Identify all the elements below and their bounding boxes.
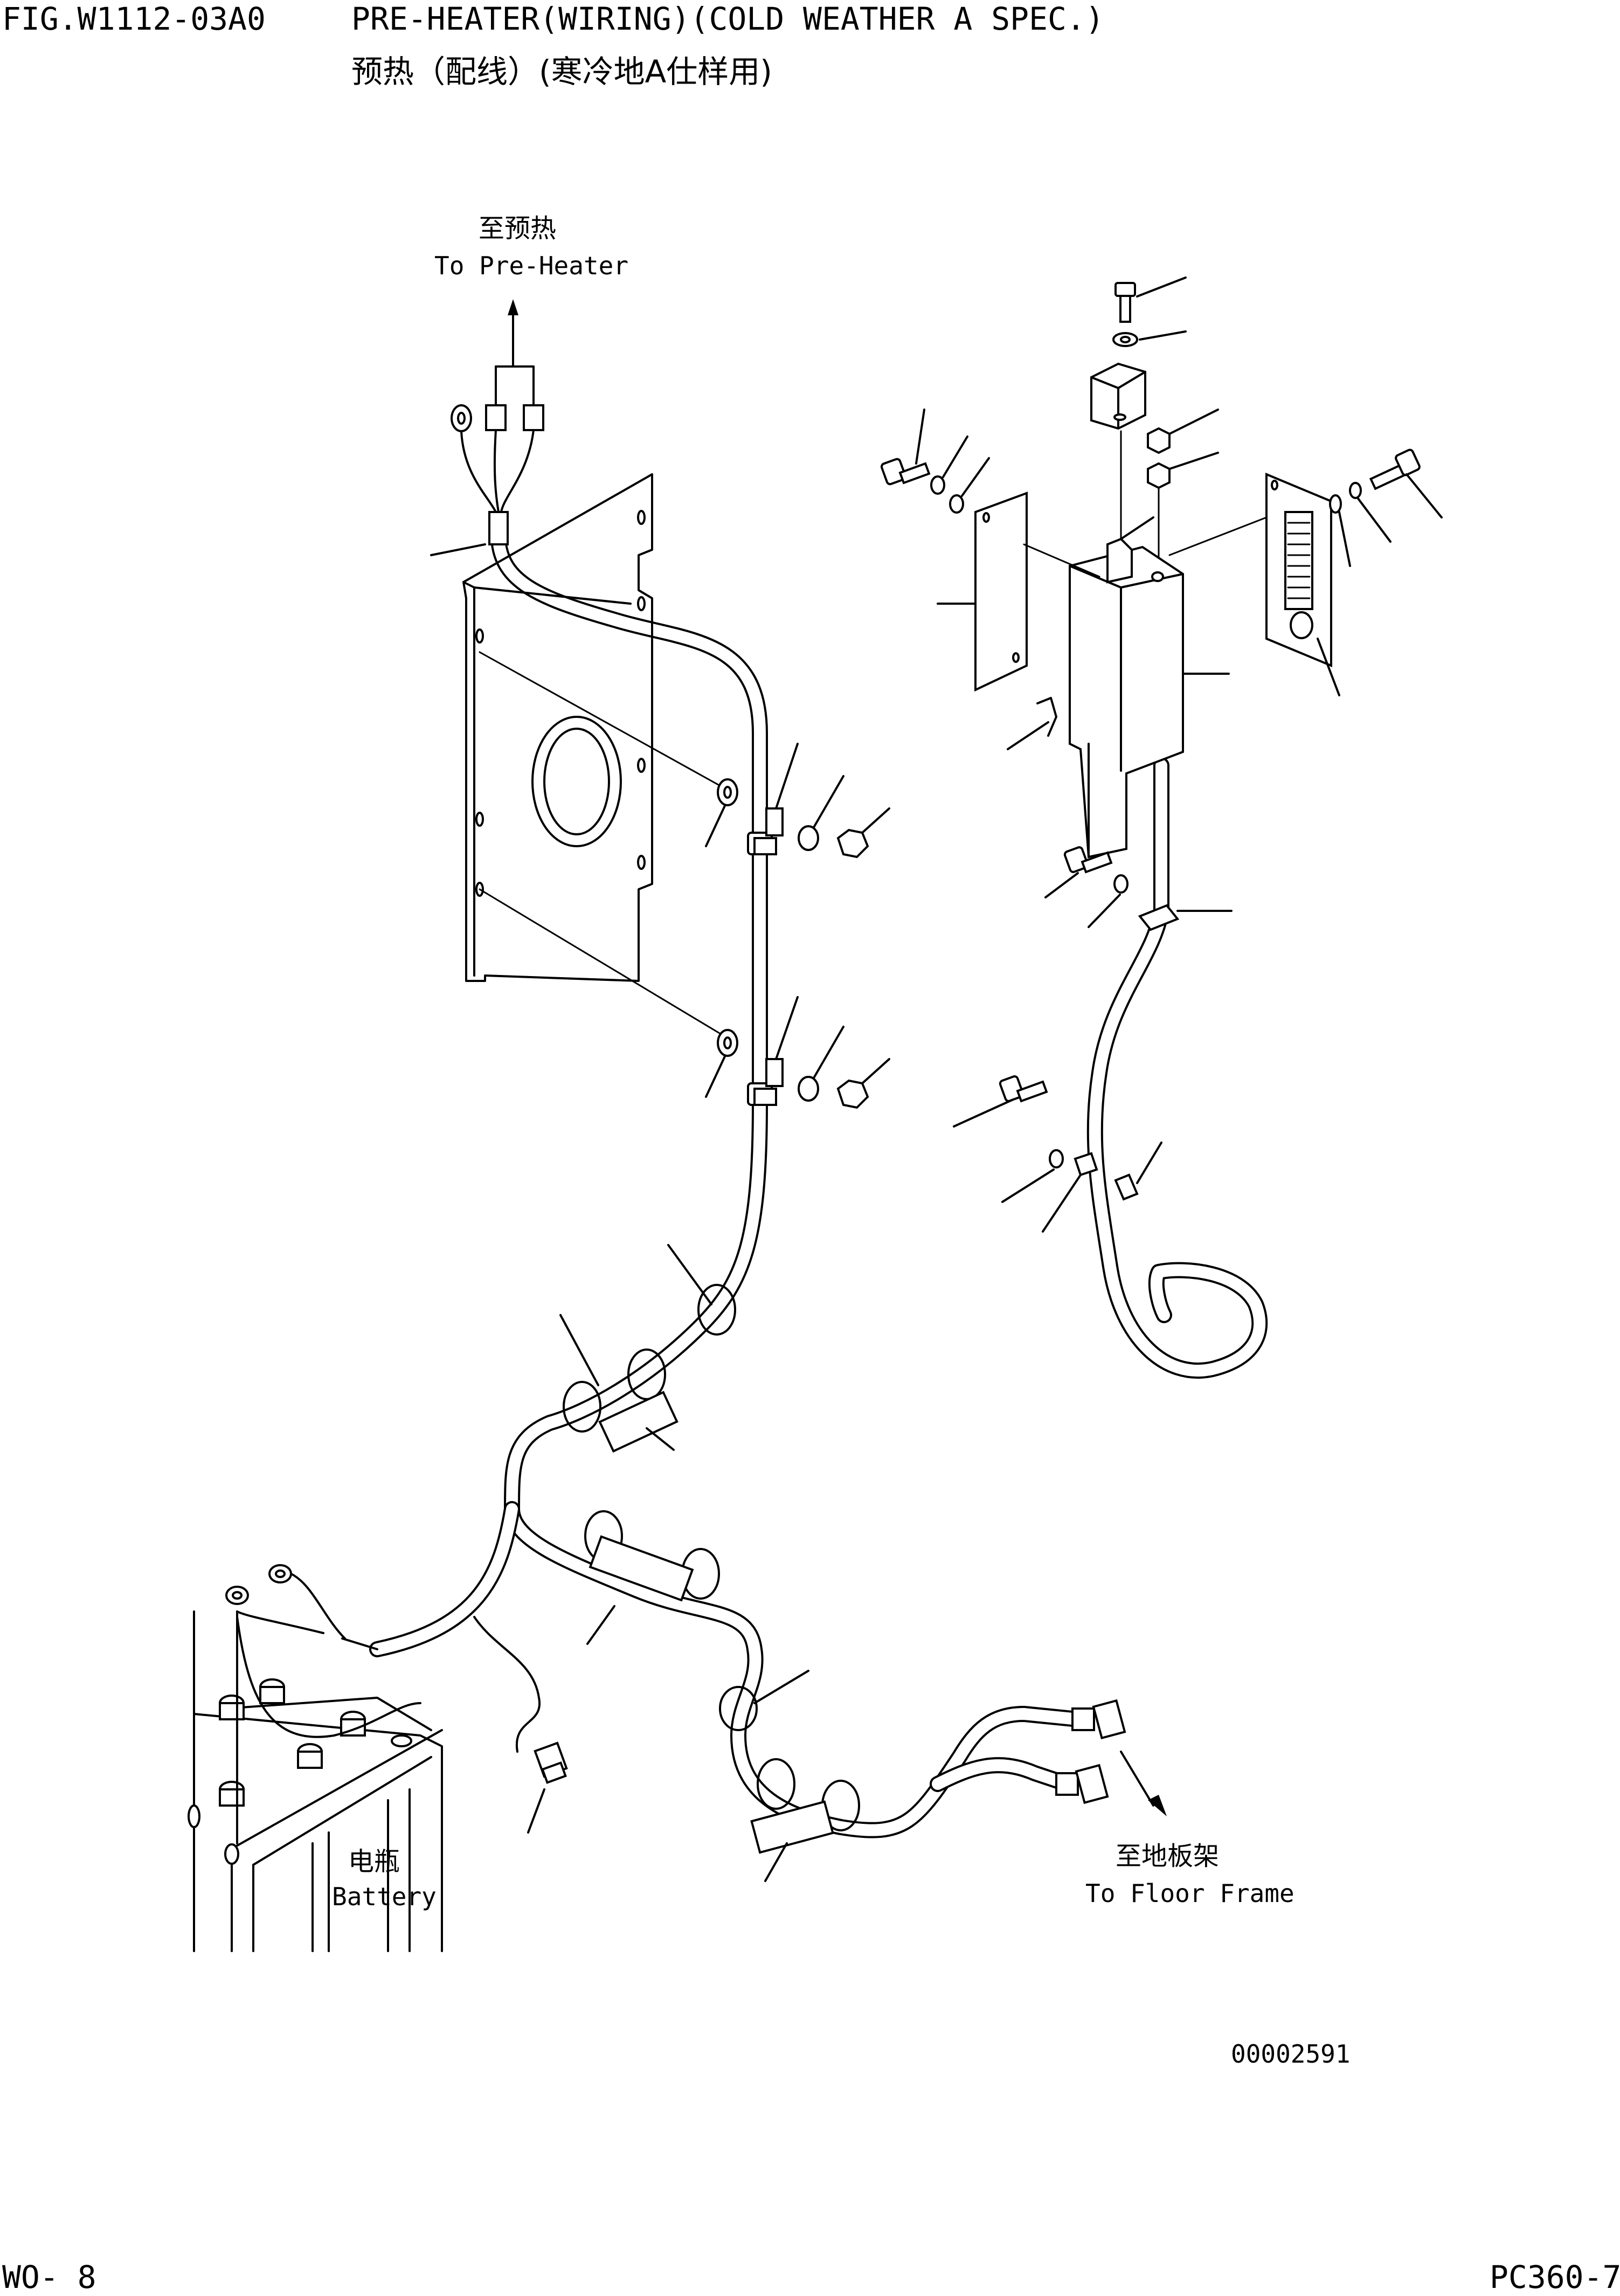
page-number: WO- 8 [2,2259,96,2295]
relay [528,1743,566,1832]
floor-frame-connectors [1056,1700,1167,1816]
machine-model: PC360-7 [1490,2259,1620,2295]
preheater-connector-group [431,299,543,555]
figure-number: FIG.W1112-03A0 [2,1,266,37]
battery-label-en: Battery [332,1882,437,1911]
controller-assembly [881,278,1442,1232]
mounting-bracket [463,474,722,1035]
wiring-harness [377,539,1259,1830]
figure-title-chinese: 预热（配线）(寒冷地A仕样用) [351,53,772,90]
battery [189,1565,442,1951]
drawing-number: 00002591 [1231,2039,1351,2069]
harness-clamps [560,838,859,1881]
to-preheater-label-cn: 至预热 [479,213,557,244]
to-preheater-label-en: To Pre-Heater [434,251,629,280]
left-harness-hardware [706,744,889,1108]
to-floor-frame-label-cn: 至地板架 [1116,1841,1220,1871]
to-floor-frame-label-en: To Floor Frame [1085,1879,1294,1908]
battery-label-cn: 电瓶 [348,1847,400,1877]
figure-title-english: PRE-HEATER(WIRING)(COLD WEATHER A SPEC.) [351,1,1104,37]
